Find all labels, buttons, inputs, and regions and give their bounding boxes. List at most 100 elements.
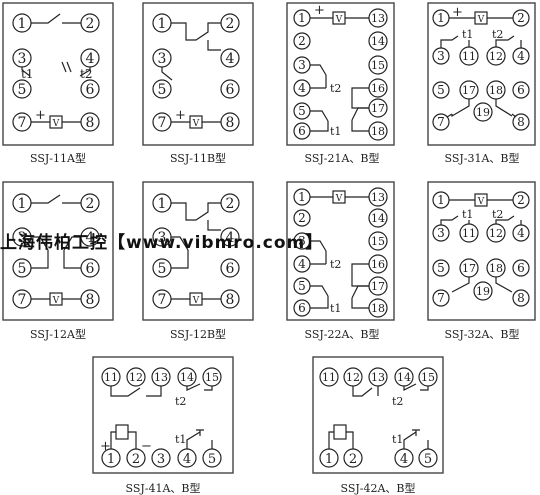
term-3: 3 [158, 51, 167, 67]
panel-ssj-31: 1 2 V + t1 t2 3 11 12 4 5 17 18 6 7 19 8… [427, 2, 536, 165]
svg-text:17: 17 [462, 84, 476, 97]
term-3: 3 [18, 51, 27, 67]
svg-text:2: 2 [86, 196, 95, 212]
svg-text:1: 1 [158, 196, 167, 212]
watermark-text: 上海伟柏工控【www.vibmro.com】 [0, 233, 324, 253]
svg-text:t1: t1 [462, 208, 473, 221]
svg-text:14: 14 [180, 371, 194, 384]
svg-text:19: 19 [476, 106, 490, 119]
panel-ssj-12a: 1 2 3 4 5 6 7 8 V SSJ-12A型 [2, 181, 114, 341]
svg-text:4: 4 [517, 226, 525, 240]
svg-text:4: 4 [86, 230, 95, 246]
svg-text:4: 4 [226, 230, 235, 246]
term-8: 8 [226, 115, 235, 131]
label-t1: t1 [462, 28, 473, 41]
panel-ssj-21: 1 2 3 4 5 6 13 14 15 16 17 18 V + t2 t1 … [286, 2, 395, 165]
svg-text:7: 7 [437, 115, 445, 129]
svg-text:+: + [314, 3, 325, 18]
svg-text:11: 11 [322, 371, 336, 384]
svg-text:5: 5 [158, 261, 167, 277]
svg-text:3: 3 [298, 234, 306, 248]
svg-text:1: 1 [437, 11, 445, 25]
svg-text:15: 15 [205, 371, 219, 384]
svg-text:6: 6 [517, 83, 525, 97]
svg-text:15: 15 [371, 235, 385, 248]
svg-text:15: 15 [371, 59, 385, 72]
svg-text:2: 2 [132, 452, 140, 467]
svg-text:V: V [335, 194, 343, 204]
panel-ssj-12b: 1 2 3 4 5 6 7 8 V SSJ-12B型 [142, 181, 254, 341]
svg-text:15: 15 [421, 371, 435, 384]
label-t2: t2 [492, 28, 503, 41]
svg-text:5: 5 [298, 104, 306, 118]
svg-text:4: 4 [183, 452, 191, 467]
svg-text:t1: t1 [330, 302, 341, 315]
term-5: 5 [158, 82, 167, 98]
svg-text:8: 8 [226, 292, 235, 308]
svg-text:+: + [100, 439, 111, 454]
svg-text:14: 14 [371, 212, 385, 225]
svg-text:4: 4 [400, 452, 408, 467]
svg-text:V: V [477, 15, 485, 25]
svg-text:4: 4 [298, 257, 306, 271]
svg-text:V: V [335, 15, 343, 25]
svg-text:1: 1 [107, 452, 115, 467]
caption-ssj-11a: SSJ-11A型 [30, 151, 86, 165]
svg-text:2: 2 [298, 34, 306, 48]
svg-text:V: V [477, 197, 485, 207]
caption-ssj-12a: SSJ-12A型 [30, 327, 86, 341]
svg-text:t1: t1 [175, 433, 186, 446]
svg-text:t2: t2 [330, 258, 341, 271]
caption-ssj-22: SSJ-22A、B型 [304, 327, 379, 341]
svg-text:+: + [452, 5, 463, 20]
svg-text:14: 14 [371, 35, 385, 48]
svg-text:5: 5 [18, 261, 27, 277]
term-4: 4 [226, 51, 235, 67]
svg-text:−: − [141, 439, 152, 454]
svg-text:8: 8 [517, 115, 525, 129]
svg-text:1: 1 [298, 11, 306, 25]
svg-text:5: 5 [298, 279, 306, 293]
svg-text:17: 17 [371, 280, 385, 293]
svg-text:8: 8 [517, 291, 525, 305]
term-1: 1 [158, 16, 167, 32]
svg-text:t1: t1 [392, 433, 403, 446]
term-7: 7 [18, 115, 27, 131]
svg-text:13: 13 [371, 12, 385, 25]
svg-text:2: 2 [298, 211, 306, 225]
panel-ssj-42: 11 12 13 14 15 t2 1 2 4 5 t1 SSJ-42A、B型 [312, 356, 444, 495]
svg-text:2: 2 [517, 193, 525, 207]
svg-text:1: 1 [325, 452, 333, 467]
caption-ssj-42: SSJ-42A、B型 [340, 481, 415, 495]
svg-text:11: 11 [104, 371, 118, 384]
svg-text:V: V [192, 296, 200, 306]
term-5: 5 [18, 82, 27, 98]
svg-text:7: 7 [18, 292, 27, 308]
caption-ssj-32: SSJ-32A、B型 [444, 327, 519, 341]
term-1: 1 [18, 16, 27, 32]
svg-text:16: 16 [371, 82, 385, 95]
label-t2: t2 [330, 82, 341, 95]
term-8: 8 [86, 115, 95, 131]
svg-text:3: 3 [298, 58, 306, 72]
svg-text:1: 1 [298, 190, 306, 204]
svg-text:12: 12 [489, 50, 503, 63]
svg-text:4: 4 [298, 81, 306, 95]
svg-text:2: 2 [517, 11, 525, 25]
svg-text:4: 4 [517, 49, 525, 63]
svg-text:3: 3 [437, 49, 445, 63]
svg-text:5: 5 [424, 452, 432, 467]
svg-text:5: 5 [437, 261, 445, 275]
term-7: 7 [158, 115, 167, 131]
svg-text:13: 13 [154, 371, 168, 384]
label-t1: t1 [330, 125, 341, 138]
svg-text:13: 13 [371, 371, 385, 384]
coil-plus: + [35, 108, 46, 123]
panel-ssj-41: 11 12 13 14 15 t2 1 2 3 4 5 + − t1 SSJ-4… [92, 356, 234, 495]
svg-text:11: 11 [462, 227, 476, 240]
svg-text:t2: t2 [492, 208, 503, 221]
svg-text:5: 5 [437, 83, 445, 97]
svg-text:t2: t2 [175, 395, 186, 408]
coil-v: V [192, 119, 200, 129]
